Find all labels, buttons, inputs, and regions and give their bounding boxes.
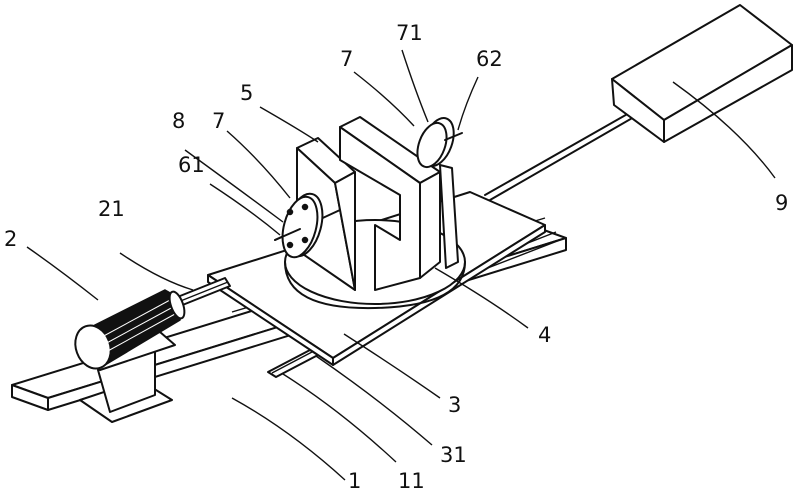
part-labels: 2 21 61 8 7 5 7 71 62 9 4 3 31 11 1 [4, 21, 788, 493]
label-11: 11 [398, 469, 425, 493]
u-shaped-clamp-block [296, 116, 459, 291]
label-9: 9 [775, 191, 788, 215]
label-31: 31 [440, 443, 467, 467]
motor [74, 289, 186, 423]
cable [484, 107, 642, 201]
bolt-hole-icon [301, 203, 309, 211]
label-8: 71 [396, 21, 423, 45]
base-guide-rail [267, 349, 319, 378]
leader-lines [26, 49, 776, 481]
control-box [611, 4, 793, 143]
label-7-right: 7 [340, 47, 353, 71]
bolt-hole-icon [286, 241, 294, 249]
disc [416, 117, 463, 169]
label-2: 2 [4, 227, 17, 251]
label-61: 61 [178, 153, 205, 177]
label-3: 3 [448, 393, 461, 417]
label-5: 5 [240, 81, 253, 105]
label-62: 62 [476, 47, 503, 71]
flange-left [274, 192, 341, 259]
label-7-left: 7 [212, 109, 225, 133]
label-4: 4 [538, 323, 551, 347]
label-21: 21 [98, 197, 125, 221]
label-1: 1 [348, 469, 361, 493]
bolt-hole-icon [286, 208, 294, 216]
bolt-hole-icon [301, 236, 309, 244]
label-71: 8 [172, 109, 185, 133]
